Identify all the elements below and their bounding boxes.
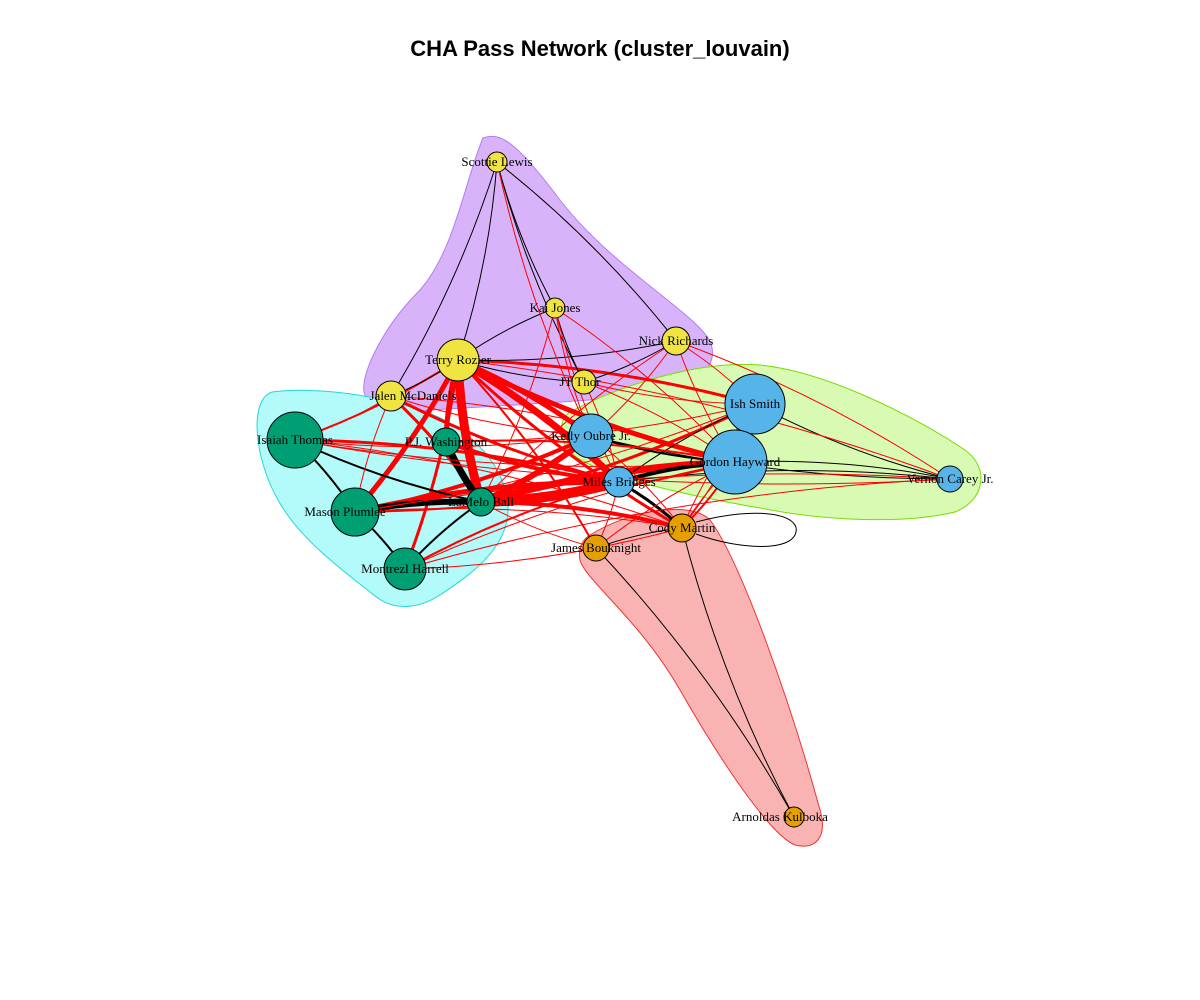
- edge: [456, 358, 757, 406]
- edge: [354, 473, 951, 513]
- edge: [496, 161, 592, 437]
- node-mason-plumlee: [330, 487, 380, 537]
- edge: [681, 527, 795, 818]
- edge: [595, 547, 795, 818]
- edge: [390, 395, 592, 437]
- node-nick-richards: [661, 326, 691, 356]
- node-label-terry-rozier: Terry Rozier: [425, 352, 492, 367]
- edge: [554, 307, 620, 483]
- chart-title: CHA Pass Network (cluster_louvain): [410, 36, 790, 61]
- node-label-miles-bridges: Miles Bridges: [582, 474, 655, 489]
- node-jalen-mcdaniels: [375, 380, 407, 412]
- node-label-kai-jones: Kai Jones: [530, 300, 581, 315]
- node-lamelo-ball: [466, 487, 496, 517]
- node-scottie-lewis: [486, 151, 508, 173]
- node-james-bouknight: [582, 534, 610, 562]
- edge: [496, 161, 585, 383]
- node-label-cody-martin: Cody Martin: [649, 520, 716, 535]
- node-label-mason-plumlee: Mason Plumlee: [304, 504, 385, 519]
- node-label-ish-smith: Ish Smith: [730, 396, 781, 411]
- hull-red: [579, 508, 823, 847]
- node-isaiah-thomas: [266, 411, 324, 469]
- edge: [389, 394, 621, 484]
- edge: [390, 161, 498, 397]
- edge: [404, 461, 736, 570]
- node-label-vernon-carey-jr: Vernon Carey Jr.: [906, 471, 993, 486]
- edge: [675, 340, 951, 480]
- node-label-p-j-washington: P.J. Washington: [405, 434, 488, 449]
- node-miles-bridges: [603, 466, 635, 498]
- node-label-scottie-lewis: Scottie Lewis: [461, 154, 532, 169]
- edge: [480, 340, 677, 503]
- node-terry-rozier: [436, 338, 480, 382]
- edge: [457, 359, 597, 549]
- node-montrezl-harrell: [383, 547, 427, 591]
- node-p-j-washington: [431, 427, 461, 457]
- edge: [456, 358, 684, 530]
- edge: [457, 359, 951, 480]
- node-label-gordon-hayward: Gordon Hayward: [690, 454, 781, 469]
- node-label-lamelo-ball: LaMelo Ball: [448, 494, 514, 509]
- edge: [480, 307, 556, 503]
- node-label-nick-richards: Nick Richards: [639, 333, 714, 348]
- edge: [496, 161, 677, 342]
- node-label-jalen-mcdaniels: Jalen McDaniels: [369, 388, 456, 403]
- edge: [294, 439, 683, 529]
- edge: [457, 340, 677, 361]
- node-label-james-bouknight: James Bouknight: [551, 540, 641, 555]
- node-jt-thor: [571, 369, 597, 395]
- node-cody-martin: [667, 513, 697, 543]
- edge: [294, 439, 736, 467]
- edge: [404, 478, 951, 570]
- node-label-montrezl-harrell: Montrezl Harrell: [361, 561, 449, 576]
- edge: [354, 461, 736, 513]
- node-label-isaiah-thomas: Isaiah Thomas: [257, 432, 333, 447]
- edge: [354, 508, 683, 529]
- node-label-jt-thor: JT Thor: [559, 374, 601, 389]
- node-kai-jones: [544, 297, 566, 319]
- edge: [457, 161, 498, 361]
- node-label-kelly-oubre-jr: Kelly Oubre Jr.: [551, 428, 631, 443]
- node-gordon-hayward: [702, 429, 768, 495]
- node-kelly-oubre-jr: [568, 413, 614, 459]
- node-label-arnoldas-kulboka: Arnoldas Kulboka: [732, 809, 828, 824]
- edge: [390, 395, 736, 463]
- node-ish-smith: [724, 373, 786, 435]
- edge: [404, 527, 683, 570]
- edge: [444, 440, 621, 484]
- node-arnoldas-kulboka: [783, 806, 805, 828]
- node-vernon-carey-jr: [936, 465, 964, 493]
- self-loop-edge: [695, 512, 797, 547]
- edge: [404, 481, 620, 570]
